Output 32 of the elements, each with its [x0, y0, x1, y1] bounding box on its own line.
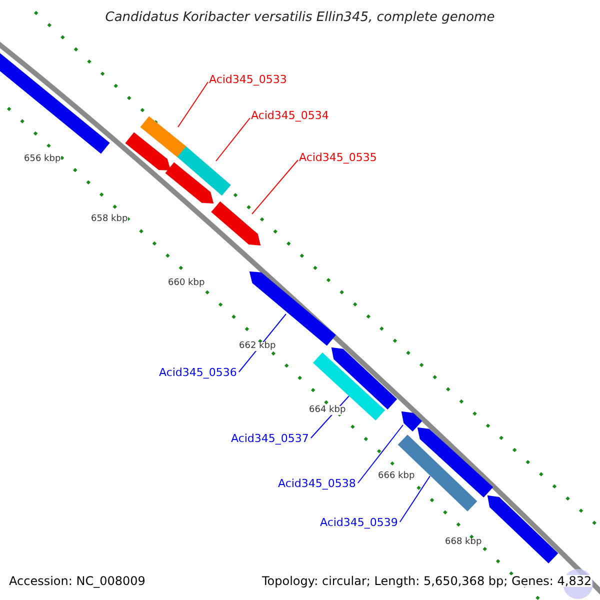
gene-segment: [417, 427, 494, 498]
gene-segment: [401, 411, 422, 432]
gene-segment: [177, 146, 231, 196]
gene-segment: [211, 201, 261, 246]
gene-segment: [125, 132, 171, 171]
scale-label: 662 kbp: [239, 342, 276, 351]
accession-text: Accession: NC_008009: [9, 575, 146, 587]
genome-info-text: Topology: circular; Length: 5,650,368 bp; Genes: 4,832: [262, 575, 592, 587]
gene-label: Acid345_0536: [159, 367, 237, 378]
gene-segment: [140, 116, 187, 158]
gene-segment: [165, 162, 214, 204]
leader-line: [178, 82, 208, 128]
scale-label: 666 kbp: [378, 472, 415, 481]
scale-label: 660 kbp: [168, 279, 205, 288]
title: Candidatus Koribacter versatilis Ellin345, complete genome: [104, 11, 496, 24]
gene-label: Acid345_0539: [320, 517, 398, 528]
leader-line: [357, 424, 404, 484]
gene-segment: [398, 434, 478, 512]
gene-label: Acid345_0538: [278, 478, 356, 489]
gene-label: Acid345_0533: [209, 74, 287, 85]
leader-line: [252, 160, 298, 214]
leader-line: [238, 314, 286, 372]
leader-line: [216, 118, 250, 162]
gene-label: Acid345_0534: [251, 110, 329, 121]
gene-segment: [487, 495, 558, 564]
scale-label: 658 kbp: [91, 215, 128, 224]
gene-label: Acid345_0535: [299, 152, 377, 163]
scale-label: 664 kbp: [309, 406, 346, 415]
gene-label: Acid345_0537: [231, 433, 309, 444]
gene-segment: [0, 52, 110, 154]
leader-line: [399, 476, 430, 522]
scale-label: 668 kbp: [445, 538, 482, 547]
